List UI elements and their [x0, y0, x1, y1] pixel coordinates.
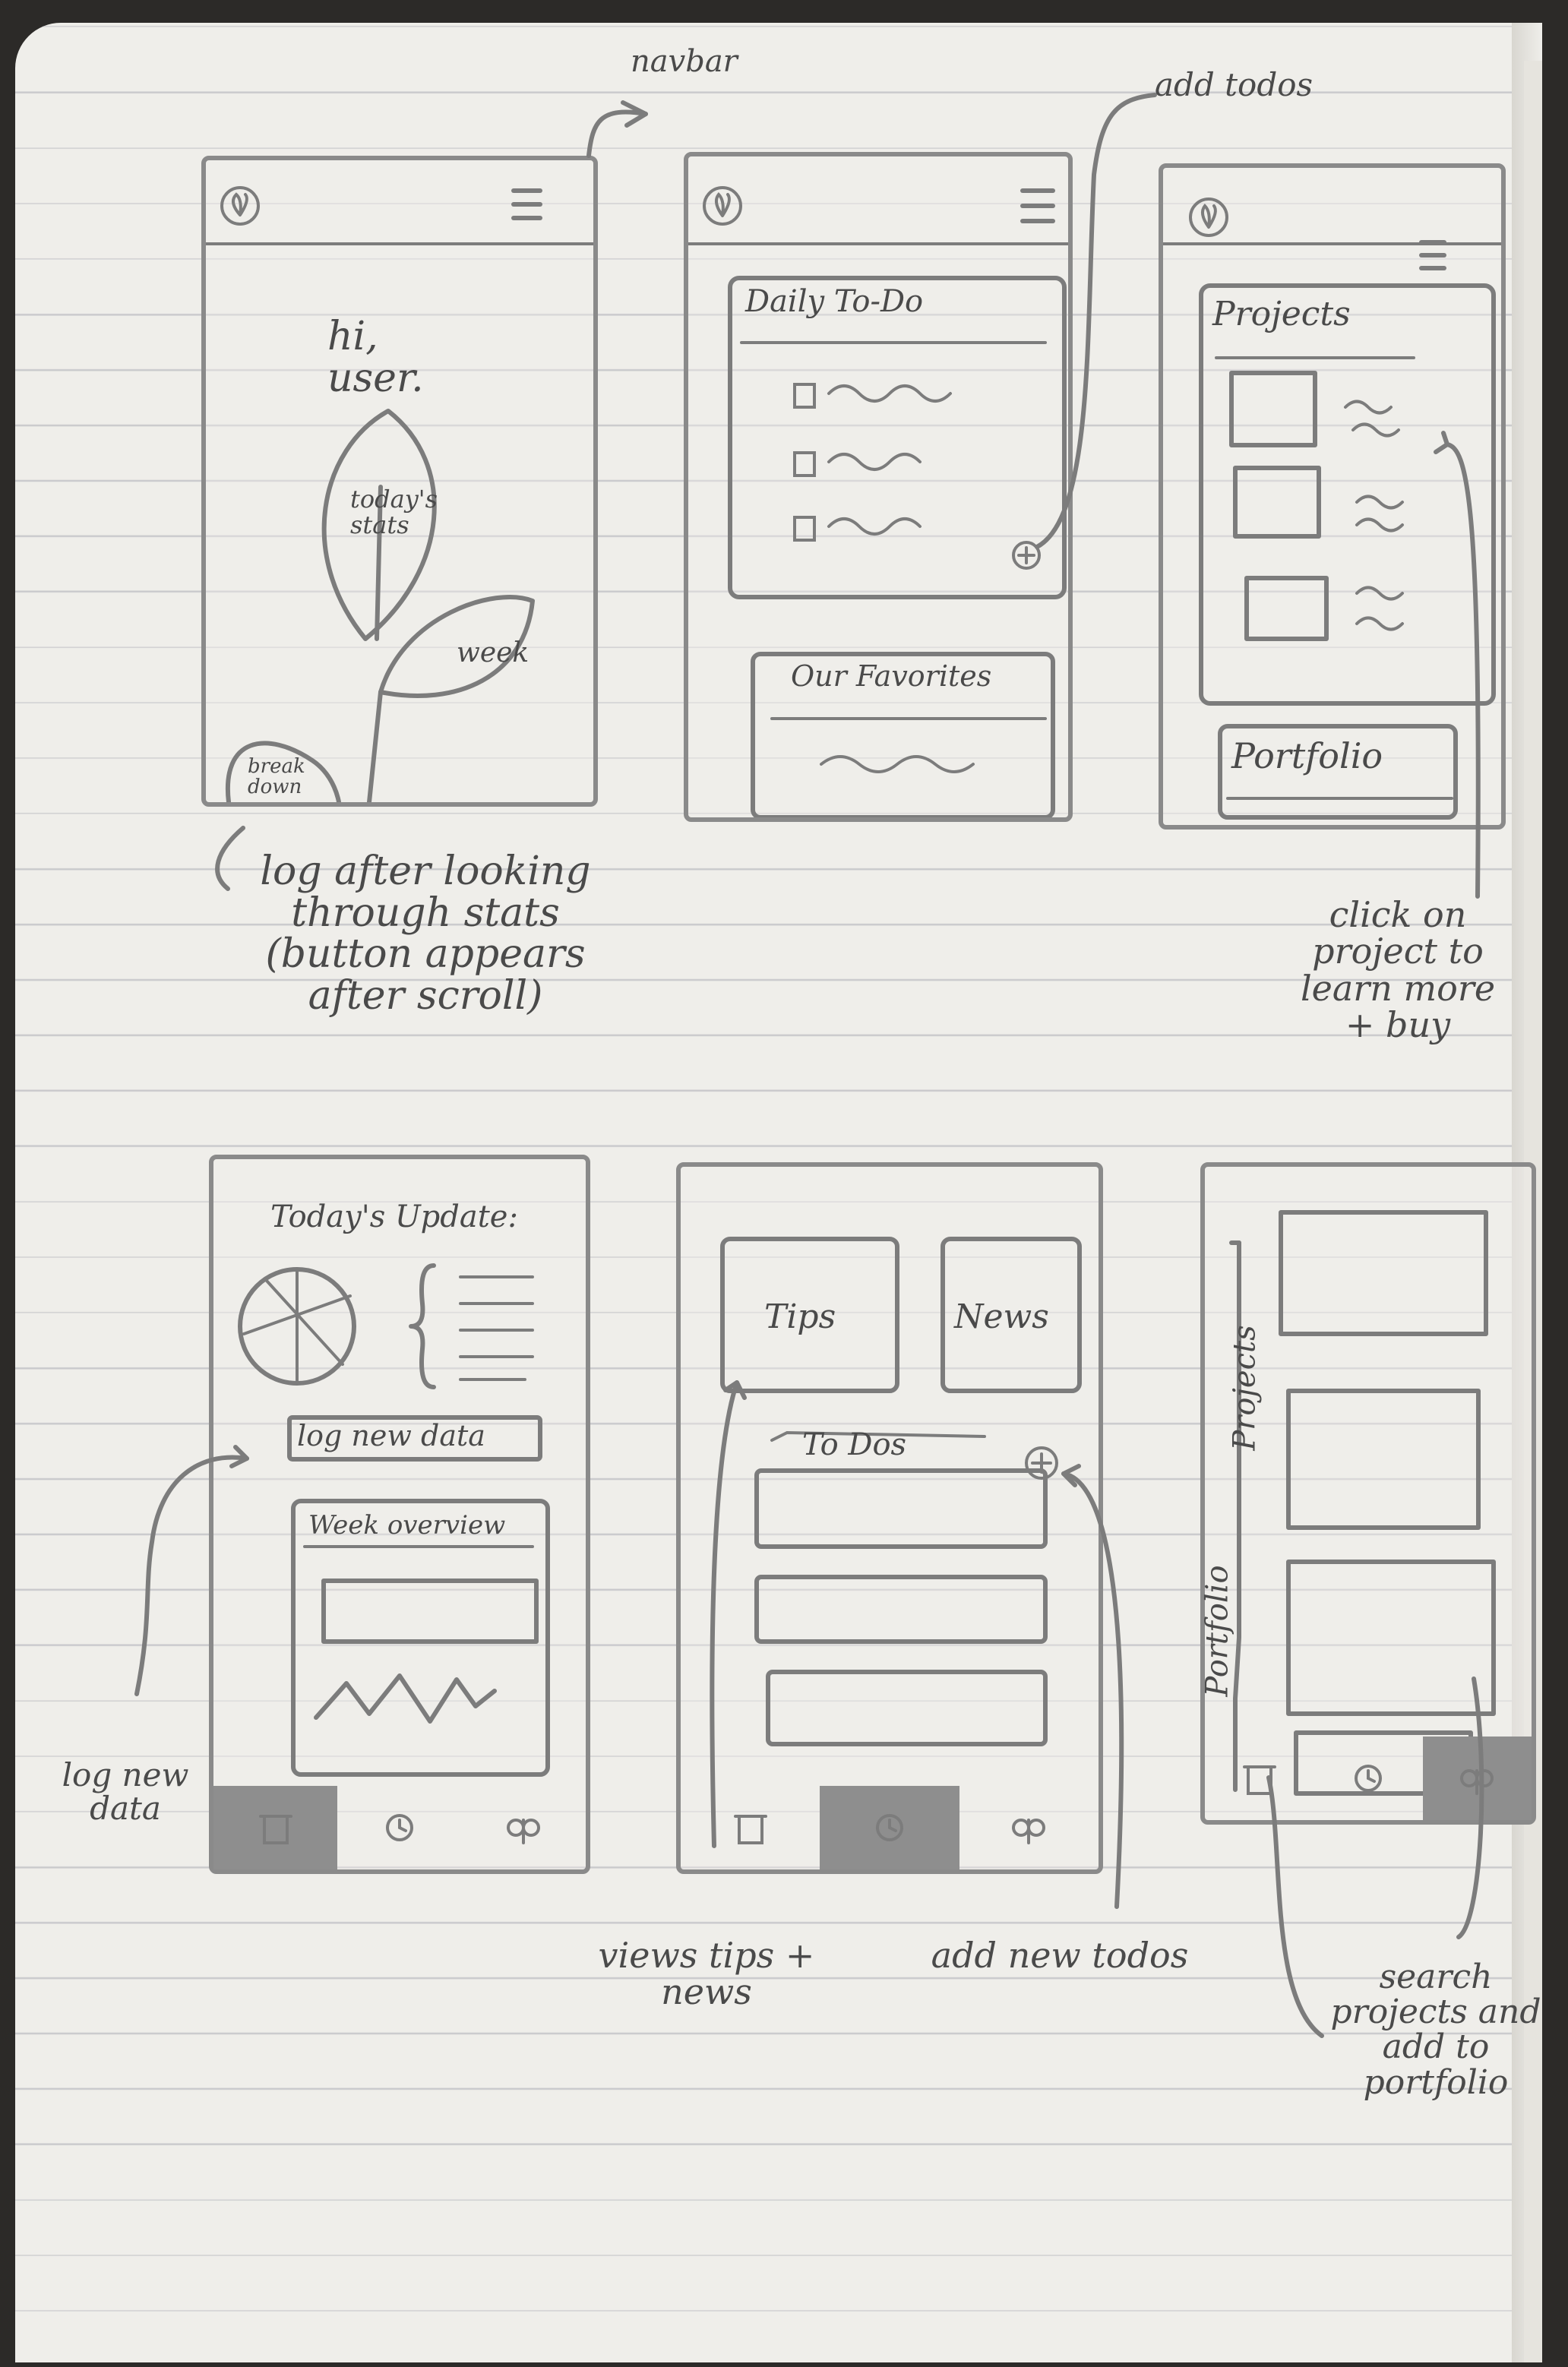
plant-icon	[1460, 1769, 1494, 1795]
tab-home[interactable]	[213, 1786, 338, 1869]
annotation-log-new-data: log new data	[62, 1756, 189, 1828]
annotation-add-todos: add todos	[1155, 66, 1314, 103]
breakdown-leaf-label[interactable]: break down	[248, 755, 305, 799]
today-stats-leaf-label[interactable]: today's stats	[350, 485, 438, 539]
portfolio-sketch	[1229, 1210, 1496, 1796]
annotation-log-after: log after looking through stats (button …	[260, 849, 591, 1019]
tips-card[interactable]: Tips	[764, 1297, 836, 1336]
annotation-click-project: click on project to learn more + buy	[1300, 894, 1496, 1045]
news-card[interactable]: News	[954, 1297, 1049, 1336]
home-greeting: hi, user.	[327, 314, 424, 401]
todos-title: To Dos	[802, 1427, 907, 1462]
tab-todos[interactable]	[337, 1786, 461, 1869]
update-title: Today's Update:	[270, 1199, 518, 1234]
home-icon	[733, 1815, 767, 1844]
screen-home: hi, user. today's stats week break down	[201, 156, 598, 807]
home-sketch	[206, 186, 593, 802]
screen-update: Today's Update: log new data Week overvi…	[209, 1155, 590, 1874]
home-icon	[258, 1815, 292, 1844]
notebook-page: hi, user. today's stats week break down	[15, 23, 1542, 2362]
home-icon	[1242, 1765, 1276, 1795]
projects-sketch	[1163, 198, 1501, 820]
tab-todos[interactable]	[820, 1786, 959, 1869]
bottom-tab-bar	[1205, 1737, 1532, 1820]
favorites-title: Our Favorites	[791, 659, 992, 693]
projects-title: Projects	[1212, 295, 1351, 333]
tab-todos[interactable]	[1314, 1737, 1422, 1820]
tab-projects[interactable]	[462, 1786, 586, 1869]
tab-home[interactable]	[681, 1786, 820, 1869]
todo-sketch	[688, 186, 1068, 817]
week-leaf-label[interactable]: week	[457, 637, 530, 668]
annotation-navbar: navbar	[631, 44, 738, 79]
portfolio-title[interactable]: Portfolio	[1231, 735, 1383, 776]
clock-icon	[875, 1814, 903, 1841]
log-new-data-button[interactable]: log new data	[297, 1419, 485, 1452]
tab-home[interactable]	[1205, 1737, 1314, 1820]
screen-todo: Daily To-Do Our Favorites	[684, 152, 1073, 822]
bottom-tab-bar	[681, 1786, 1099, 1869]
update-sketch	[238, 1263, 550, 1777]
clock-icon	[1354, 1765, 1382, 1792]
plant-icon	[507, 1819, 541, 1844]
annotation-views-tips: views tips + news	[598, 1935, 815, 2013]
tab-portfolio-vertical[interactable]: Portfolio	[1200, 1565, 1235, 1697]
plant-icon	[1012, 1819, 1046, 1844]
add-todo-plus-icon[interactable]	[1003, 532, 1037, 566]
tips-news-sketch	[720, 1237, 1082, 1746]
bottom-tab-bar	[213, 1786, 586, 1869]
tab-projects[interactable]	[959, 1786, 1099, 1869]
tab-projects-vertical[interactable]: Projects	[1227, 1325, 1263, 1451]
hamburger-menu-icon[interactable]	[501, 179, 539, 216]
week-overview-title: Week overview	[308, 1510, 506, 1541]
screen-tips-news: Tips News To Dos	[676, 1162, 1103, 1874]
screen-projects: Projects Portfolio	[1159, 163, 1506, 830]
annotation-add-new-todos: add new todos	[931, 1935, 1189, 1976]
annotation-search-projects: search projects and add to portfolio	[1330, 1958, 1541, 2102]
clock-icon	[385, 1814, 413, 1841]
tab-projects[interactable]	[1422, 1737, 1532, 1820]
daily-todo-title: Daily To-Do	[745, 284, 924, 319]
screen-portfolio: Projects Portfolio	[1200, 1162, 1536, 1825]
